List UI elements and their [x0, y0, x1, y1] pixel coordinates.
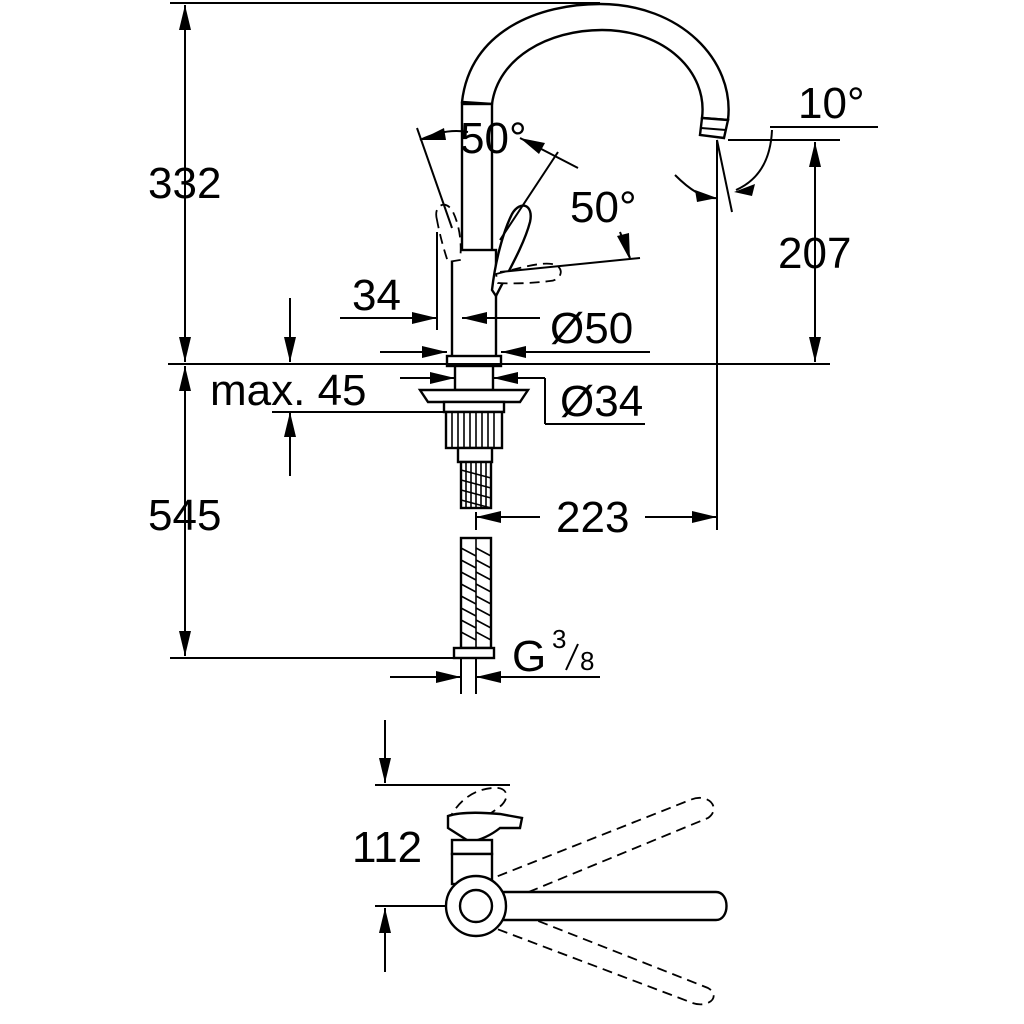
- dimension-height-below-deck: 545: [148, 366, 454, 659]
- dimension-spout-reach: 223: [475, 140, 718, 542]
- lever-angle-side-label: 50°: [570, 183, 637, 232]
- dimension-spout-height: 207: [728, 139, 851, 362]
- connection-numerator-label: 3: [552, 624, 566, 654]
- dimension-lever-angle-front: 50°: [416, 114, 579, 241]
- connection-prefix-label: G: [512, 632, 546, 681]
- spout-reach-label: 223: [556, 493, 629, 542]
- hole-diameter-label: Ø34: [560, 377, 643, 426]
- dimension-height-total: 332: [148, 2, 600, 362]
- height-total-label: 332: [148, 159, 221, 208]
- dimension-max-deck-thickness: max. 45: [210, 298, 446, 476]
- dimension-lever-offset: 34: [340, 232, 540, 330]
- dimension-body-diameter: Ø50: [380, 304, 650, 358]
- top-view: 112: [352, 720, 728, 1006]
- spout-height-label: 207: [778, 229, 851, 278]
- max-deck-thickness-label: max. 45: [210, 366, 367, 415]
- lever-offset-label: 34: [352, 271, 401, 320]
- spout-tilt-label: 10°: [798, 79, 865, 128]
- top-view-depth-label: 112: [352, 823, 422, 872]
- lever-angle-front-label: 50°: [460, 114, 527, 163]
- body-diameter-label: Ø50: [550, 304, 633, 353]
- connection-denominator-label: 8: [580, 646, 594, 676]
- dimension-connection-thread: G 3 8: [390, 624, 600, 694]
- height-below-deck-label: 545: [148, 491, 221, 540]
- mounting-assembly: [417, 364, 531, 660]
- spout: [460, 2, 730, 140]
- dimension-hole-diameter: Ø34: [400, 372, 645, 426]
- lever-ghost-positions: [435, 203, 562, 285]
- dimension-lever-angle-side: 50°: [499, 183, 641, 273]
- faucet-body: [445, 102, 503, 368]
- dimension-spout-tilt: 10°: [674, 79, 878, 213]
